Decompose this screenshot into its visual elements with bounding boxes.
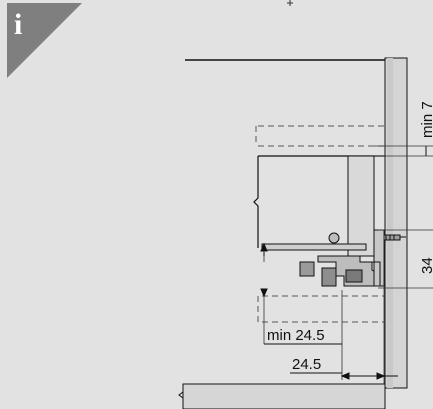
drawer-side-profile [347,155,375,257]
drawer-bottom-plate [261,243,367,251]
upper-drawer-dashed-outline [255,125,385,147]
info-badge-triangle [7,3,82,78]
min-7-dimension-label: min 7 [419,101,433,138]
lower-drawer-dashed-outline [257,295,385,323]
min-24-5-dimension-label: min 24.5 [267,327,325,344]
runner-rail-profile [299,229,385,287]
24-5-dimension-label: 24.5 [292,356,321,373]
cabinet-side-panel [384,57,408,389]
center-mark [287,0,293,6]
cabinet-bottom-panel [178,383,386,409]
34-dimension-label: 34 [419,257,433,274]
info-icon: i [14,8,22,41]
info-badge: i [7,3,82,78]
dimension-arrows [260,146,427,380]
label-underlines [264,343,342,374]
dimension-labels: min 7 34 min 24.5 24.5 [267,101,433,373]
